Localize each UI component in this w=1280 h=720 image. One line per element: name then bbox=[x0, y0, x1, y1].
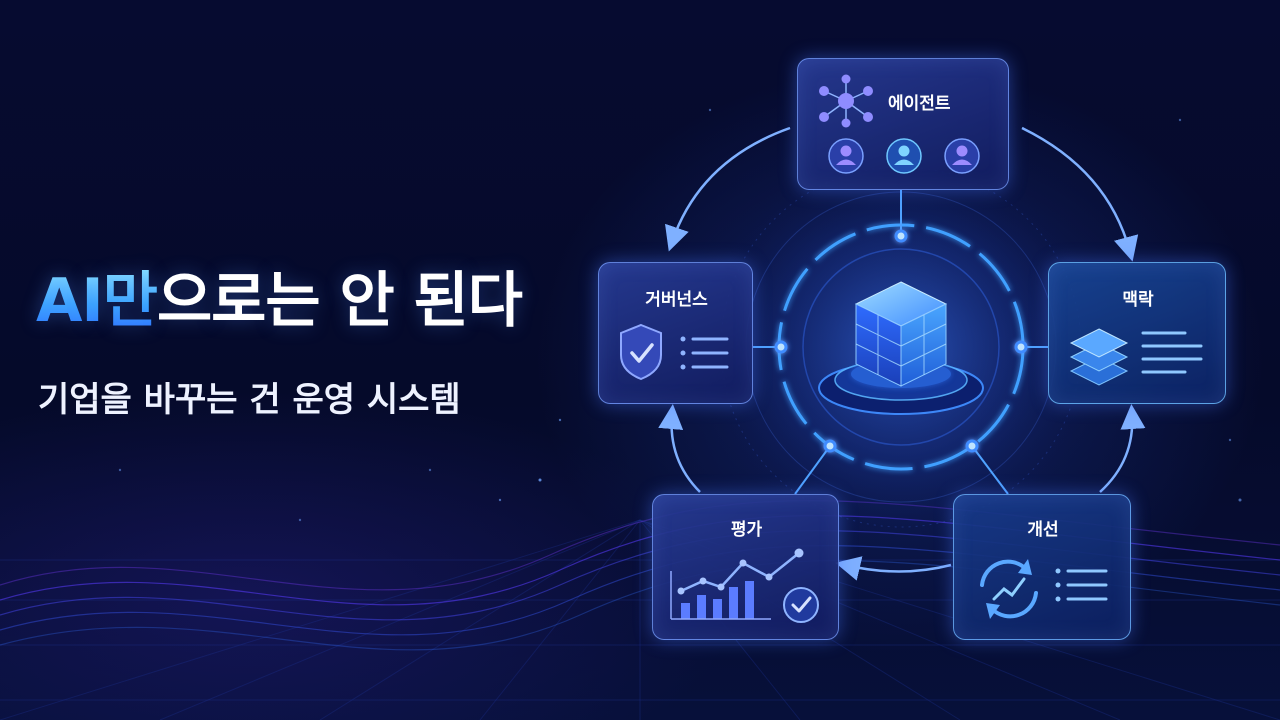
layers-stack-icon bbox=[1069, 328, 1203, 386]
user-avatar-icon bbox=[828, 138, 864, 174]
card-context: 맥락 bbox=[1048, 262, 1226, 404]
card-context-title: 맥락 bbox=[1122, 290, 1154, 310]
particle-dots bbox=[118, 108, 1242, 522]
card-improvement: 개선 bbox=[953, 494, 1131, 640]
card-evaluation: 평가 bbox=[652, 494, 839, 640]
headline-accent: AI만 bbox=[36, 266, 158, 336]
cube-stack-icon bbox=[818, 281, 984, 415]
shield-check-icon bbox=[620, 323, 729, 381]
card-governance-title: 거버넌스 bbox=[645, 290, 708, 310]
hub-inner-ring bbox=[802, 248, 1000, 446]
headline: AI만으로는 안 된다 bbox=[36, 252, 523, 339]
card-agent: 에이전트 bbox=[797, 58, 1009, 190]
user-avatar-icon bbox=[944, 138, 980, 174]
card-governance: 거버넌스 bbox=[598, 262, 753, 404]
user-avatar-icon bbox=[886, 138, 922, 174]
card-evaluation-title: 평가 bbox=[730, 520, 763, 540]
connector-nodes bbox=[774, 229, 1028, 453]
card-improvement-title: 개선 bbox=[1027, 520, 1059, 540]
flow-arrows bbox=[658, 126, 1146, 581]
card-agent-title: 에이전트 bbox=[888, 94, 951, 114]
headline-rest: 으로는 안 된다 bbox=[156, 266, 523, 336]
chart-trend-icon bbox=[670, 548, 819, 623]
network-node-icon bbox=[819, 74, 980, 174]
cycle-arrows-icon bbox=[980, 559, 1108, 619]
subheadline: 기업을 바꾸는 건 운영 시스템 bbox=[38, 380, 461, 420]
